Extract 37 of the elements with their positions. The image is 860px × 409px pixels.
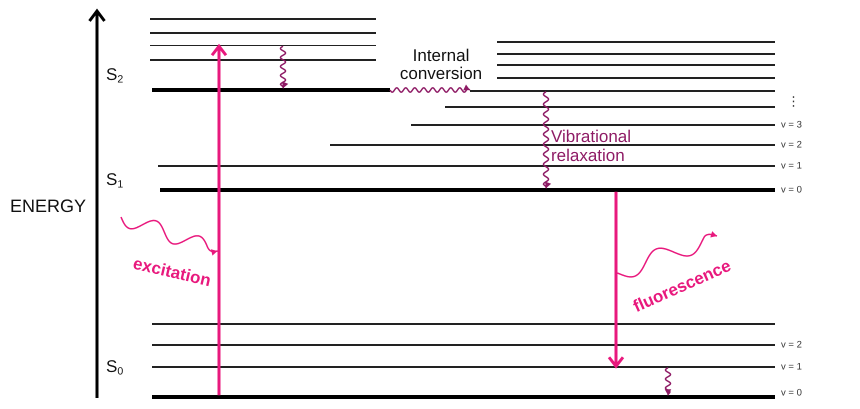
energy-level-line <box>150 44 376 46</box>
energy-level-line <box>158 165 775 167</box>
state-label: S$_{0}$ <box>106 358 124 375</box>
energy-level-line <box>152 323 775 325</box>
energy-level-line <box>150 32 376 34</box>
level-label: v = 3 <box>781 120 802 130</box>
energy-level-line <box>150 18 376 20</box>
vertical-ellipsis: ⋮ <box>787 96 800 108</box>
axis-label: ENERGY <box>10 197 86 215</box>
level-label: v = 0 <box>781 185 802 195</box>
level-label: v = 1 <box>781 362 802 372</box>
energy-level-line <box>330 144 775 146</box>
wavy-arrow <box>389 84 470 93</box>
wavy-arrow <box>664 367 672 396</box>
energy-level-line <box>497 41 775 43</box>
energy-level-line <box>445 106 775 108</box>
level-label: v = 2 <box>781 340 802 350</box>
transition-arrow <box>210 44 228 396</box>
level-label: v = 1 <box>781 161 802 171</box>
level-label: v = 0 <box>781 388 802 398</box>
level-label: v = 2 <box>781 140 802 150</box>
wavy-arrow <box>280 46 288 88</box>
state-label: S$_{2}$ <box>106 66 124 83</box>
energy-level-line <box>150 59 376 61</box>
wavy-arrow <box>542 91 552 188</box>
transition-arrow <box>608 192 624 368</box>
energy-level-line <box>497 64 775 66</box>
energy-level-line <box>470 90 775 92</box>
energy-level-line <box>411 124 775 126</box>
energy-level-line <box>497 53 775 55</box>
energy-level-line <box>152 344 775 346</box>
state-label: S$_{1}$ <box>106 171 124 188</box>
energy-level-line <box>497 77 775 79</box>
edge-label: Vibrational relaxation <box>551 126 632 164</box>
process-label: excitation <box>131 254 213 290</box>
edge-label: Internal conversion <box>398 47 484 83</box>
energy-level-line <box>152 366 775 368</box>
